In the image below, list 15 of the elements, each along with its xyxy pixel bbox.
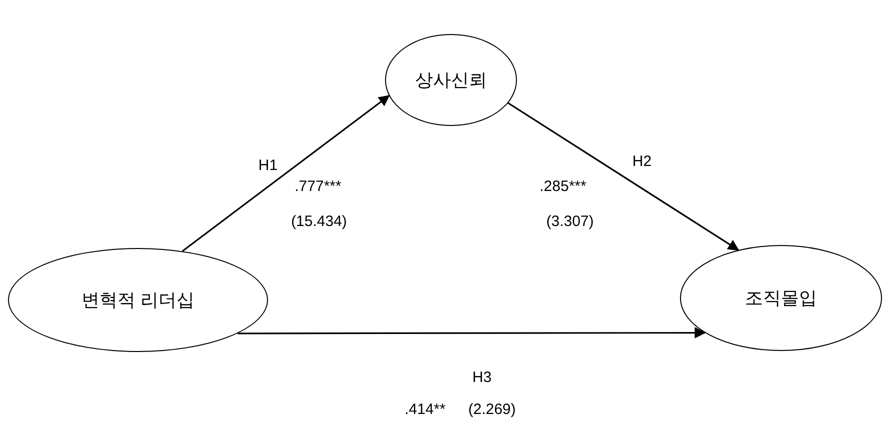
path-coefficient: (2.269) — [468, 400, 516, 420]
path-coefficient: .285*** — [540, 176, 586, 197]
construct-label: 상사신뢰 — [415, 68, 487, 92]
construct-label: 조직몰입 — [745, 286, 817, 310]
construct-label: 변혁적 리더십 — [81, 288, 194, 312]
edge-label: H1 — [258, 156, 278, 176]
path-coefficient: (3.307) — [546, 212, 594, 232]
arrow — [182, 95, 390, 252]
arrow — [508, 102, 740, 251]
path-coefficient: (15.434) — [291, 212, 347, 232]
edge-label: H2 — [632, 152, 652, 172]
arrow — [238, 327, 706, 338]
path-coefficient: .777*** — [294, 176, 342, 197]
path-coefficient: .414** — [404, 400, 446, 420]
edge-label: H3 — [472, 368, 492, 388]
